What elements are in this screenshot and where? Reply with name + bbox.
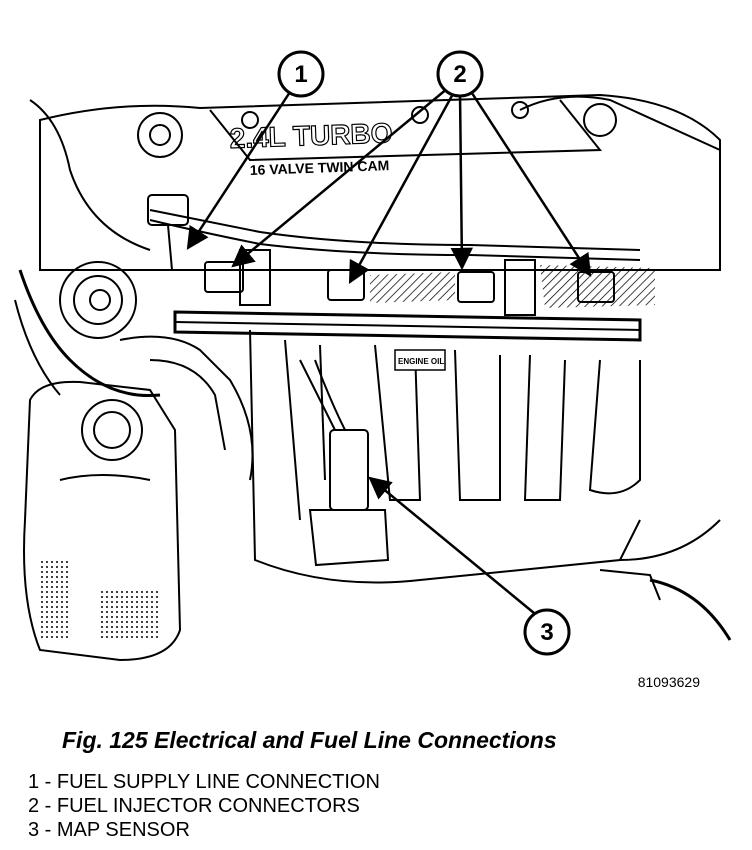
callout-2-number: 2	[453, 61, 466, 88]
figure-caption: Fig. 125 Electrical and Fuel Line Connec…	[62, 727, 557, 753]
engine-illustration	[14, 93, 732, 662]
engine-diagram: 2.4L TURBO 16 VALVE TWIN CAM ENGINE OIL …	[14, 50, 732, 662]
figure-id: 81093629	[637, 674, 700, 690]
legend-item-3: 3 - MAP SENSOR	[28, 819, 190, 841]
callout-3: 3	[523, 608, 571, 656]
oil-label-plate	[394, 349, 446, 371]
oil-label: ENGINE OIL	[398, 357, 444, 366]
legend: 1 - FUEL SUPPLY LINE CONNECTION 2 - FUEL…	[28, 770, 380, 842]
engine-label-line2: 16 VALVE TWIN CAM	[250, 157, 390, 178]
callout-1: 1	[277, 50, 325, 98]
callout-2: 2	[436, 50, 484, 98]
callout-3-number: 3	[540, 619, 553, 646]
callout-1-number: 1	[294, 61, 307, 88]
legend-item-2: 2 - FUEL INJECTOR CONNECTORS	[28, 795, 360, 817]
engine-label-line1: 2.4L TURBO	[229, 117, 393, 154]
engine-shading	[40, 265, 655, 640]
leader-lines	[186, 87, 592, 614]
legend-item-1: 1 - FUEL SUPPLY LINE CONNECTION	[28, 771, 380, 793]
